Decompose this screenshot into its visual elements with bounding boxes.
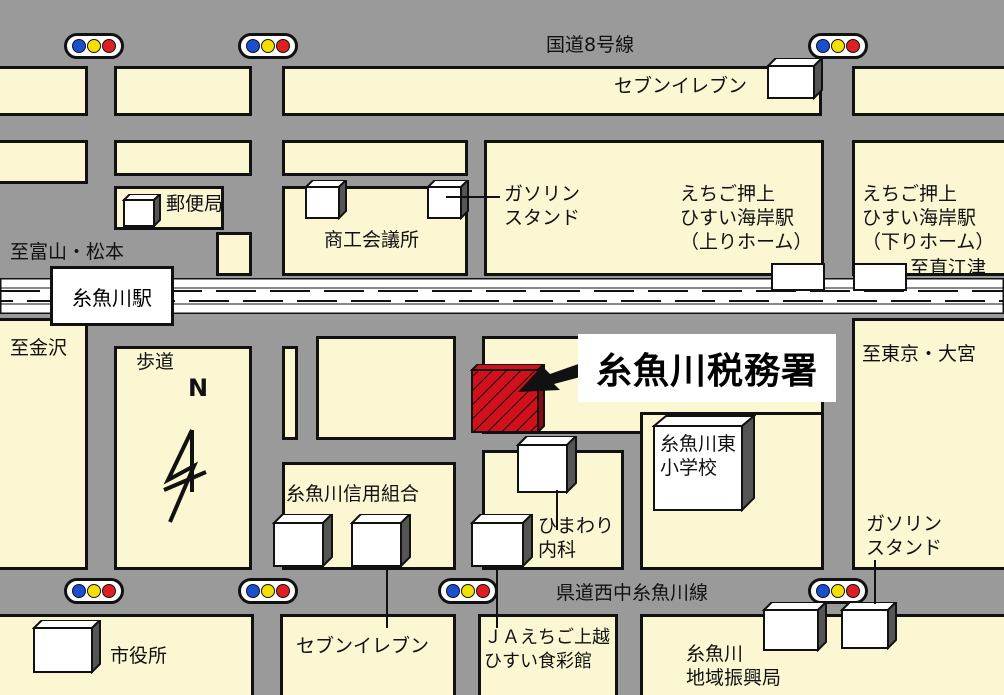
himawari-building-icon [516,436,578,494]
seven-south-label: セブンイレブン [296,635,430,657]
leader-line [874,560,876,604]
ja-label: ＪＡえちご上越 ひすい食彩館 [484,627,610,672]
block [852,140,1004,276]
school-label: 糸魚川東 小学校 [660,433,737,479]
signal-red-icon [846,39,861,53]
traffic-signal [438,578,498,604]
block [114,66,252,116]
traffic-signal [808,578,868,604]
signal-blue-icon [71,584,86,598]
block [280,614,456,695]
signal-red-icon [846,584,861,598]
himawari-label: ひまわり 内科 [538,515,615,561]
seven-south-building-icon [350,514,412,568]
block [478,614,618,695]
signal-blue-icon [71,39,86,53]
station-box: 糸魚川駅 [50,266,174,326]
block [114,346,252,570]
signal-blue-icon [815,39,830,53]
post-office-label: 郵便局 [166,193,224,215]
seven-north-label: セブンイレブン [614,75,748,97]
signal-red-icon [102,39,117,53]
tax-office-label: 糸魚川税務署 [595,351,818,392]
tax-office-title: 糸魚川税務署 [578,334,836,402]
traffic-signal [238,578,298,604]
signal-yellow-icon [260,39,275,53]
leader-line [496,566,498,628]
regional-office-building-icon [762,602,828,652]
chamber-label: 商工会議所 [324,229,420,251]
direction-toyama-label: 至富山・松本 [10,241,125,263]
traffic-signal [64,578,124,604]
signal-yellow-icon [86,39,101,53]
sidewalk-label: 歩道 [136,351,175,373]
signal-red-icon [102,584,117,598]
station-label: 糸魚川駅 [72,285,152,310]
block [282,346,298,440]
signal-yellow-icon [460,584,475,598]
echigo-down-building-icon [853,263,907,291]
direction-naoetsu-label: 至直江津 [910,257,987,279]
echigo-up-building-icon [771,263,825,291]
block [0,66,88,116]
chamber-building-icon [304,180,348,220]
signal-blue-icon [815,584,830,598]
traffic-signal [808,33,868,59]
block [282,66,822,116]
leader-line [446,196,500,198]
direction-kanazawa-label: 至金沢 [10,337,68,359]
school-building-icon [652,414,756,512]
prefectural-route-label: 県道西中糸魚川線 [556,582,709,604]
seven-north-building-icon [766,58,824,100]
signal-red-icon [276,584,291,598]
signal-red-icon [476,584,491,598]
city-hall-building-icon [32,620,102,674]
block [282,140,468,176]
block [484,140,824,276]
gas-station-north-label: ガソリン スタンド [504,183,581,229]
shinkin-building-a-icon [272,514,334,568]
shinkin-label: 糸魚川信用組合 [286,483,420,505]
block [0,140,88,184]
block [216,232,252,276]
signal-red-icon [276,39,291,53]
compass-n-label: N [188,374,209,402]
direction-tokyo-label: 至東京・大宮 [862,343,977,365]
traffic-signal [238,33,298,59]
national-route-label: 国道8号線 [546,34,635,56]
regional-office-label: 糸魚川 地域振興局 [686,643,782,689]
traffic-signal [64,33,124,59]
signal-blue-icon [445,584,460,598]
gas-station-north-icon [426,180,470,220]
signal-yellow-icon [830,39,845,53]
leader-line [386,566,388,628]
signal-yellow-icon [260,584,275,598]
signal-blue-icon [245,584,260,598]
post-office-building-icon [122,194,162,228]
gas-station-south-label: ガソリン スタンド [866,513,943,559]
block [114,140,252,176]
block [852,66,1004,116]
tax-office-pointer-icon [518,362,584,392]
block [316,336,456,440]
ja-building-icon [470,514,534,568]
signal-blue-icon [245,39,260,53]
gas-station-south-icon [840,602,898,650]
city-hall-label: 市役所 [110,645,168,667]
signal-yellow-icon [830,584,845,598]
block [852,318,1004,570]
echigo-up-label: えちご押上 ひすい海岸駅 （上りホーム） [680,183,813,253]
leader-line [556,490,558,530]
block [0,318,88,570]
signal-yellow-icon [86,584,101,598]
tax-office-building-icon [470,364,546,434]
echigo-down-label: えちご押上 ひすい海岸駅 （下りホーム） [862,183,995,253]
north-arrow-icon [163,429,207,523]
